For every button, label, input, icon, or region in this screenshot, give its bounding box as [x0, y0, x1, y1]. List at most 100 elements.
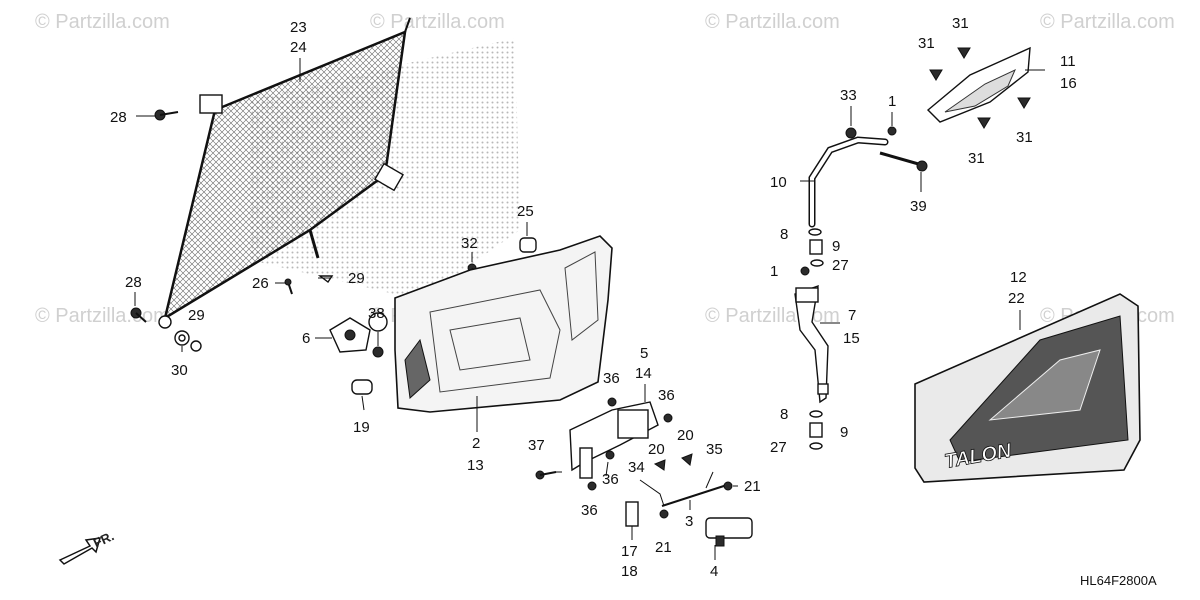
callout-29: 29: [348, 270, 365, 287]
callout-2: 2: [472, 435, 480, 452]
outer-door-panel: TALON: [914, 293, 1141, 483]
callout-10: 10: [770, 174, 787, 191]
callout-37: 37: [528, 437, 545, 454]
callout-39: 39: [910, 198, 927, 215]
clip-31-b: [929, 69, 943, 81]
cap-21-left: [659, 509, 669, 519]
callout-22: 22: [1008, 290, 1025, 307]
callout-27: 27: [832, 257, 849, 274]
oring-8-lower: [809, 410, 823, 418]
watermark-text: © Partzilla.com: [35, 11, 170, 33]
oring-27-upper: [810, 259, 824, 267]
clip-20-b: [681, 453, 693, 466]
pin-26: [284, 278, 293, 295]
callout-26: 26: [252, 275, 269, 292]
callout-13: 13: [467, 457, 484, 474]
hinge-rod: [808, 136, 889, 228]
hinge-bracket: [329, 317, 371, 353]
callout-31: 31: [968, 150, 985, 167]
callout-1: 1: [770, 263, 778, 280]
front-arrow: FR.: [58, 528, 116, 565]
callout-29: 29: [188, 307, 205, 324]
plug-25: [519, 237, 537, 253]
washer-30: [174, 330, 190, 346]
callout-9: 9: [832, 238, 840, 255]
clip-31-d: [977, 117, 991, 129]
front-arrow-label: FR.: [91, 528, 116, 550]
callout-36: 36: [581, 502, 598, 519]
outer-handle-4: [705, 517, 753, 547]
bolt-39: [879, 151, 928, 172]
watermark-text: © Partzilla.com: [705, 305, 840, 327]
clip-31-c: [1017, 97, 1031, 109]
callout-27: 27: [770, 439, 787, 456]
watermark-text: © Partzilla.com: [370, 11, 505, 33]
callout-21: 21: [655, 539, 672, 556]
nut-33: [845, 127, 857, 139]
callout-25: 25: [517, 203, 534, 220]
callout-24: 24: [290, 39, 307, 56]
callout-20: 20: [648, 441, 665, 458]
grommet-38: [368, 312, 388, 332]
leader-lines: [134, 58, 1045, 560]
callout-31: 31: [952, 15, 969, 32]
callout-32: 32: [461, 235, 478, 252]
callout-31: 31: [1016, 129, 1033, 146]
catch-17: [625, 501, 639, 527]
callout-28: 28: [125, 274, 142, 291]
door-frame: [394, 235, 613, 413]
clip-29-mid: [317, 275, 334, 284]
bumper-19: [351, 379, 373, 395]
bolt-38: [372, 346, 384, 358]
callout-5: 5: [640, 345, 648, 362]
callout-20: 20: [677, 427, 694, 444]
callout-8: 8: [780, 406, 788, 423]
callout-12: 12: [1010, 269, 1027, 286]
callout-30: 30: [171, 362, 188, 379]
watermark-text: © Partzilla.com: [705, 11, 840, 33]
callout-6: 6: [302, 330, 310, 347]
nut-1-upper: [887, 126, 897, 136]
clip-31-a: [957, 47, 971, 59]
screw-36-c: [605, 450, 615, 460]
diagram-code: HL64F2800A: [1080, 573, 1157, 588]
rod-34: [639, 479, 665, 507]
clip-20-a: [653, 459, 666, 471]
callout-34: 34: [628, 459, 645, 476]
oring-8-upper: [808, 228, 822, 236]
callout-4: 4: [710, 563, 718, 580]
callout-9: 9: [840, 424, 848, 441]
upper-door-cover: [926, 46, 1031, 123]
callout-7: 7: [848, 307, 856, 324]
callout-labels: 23 24 28 28 26 29 29 30 6 19 38 32 25 2 …: [110, 15, 1077, 580]
washer-29: [190, 340, 202, 352]
hinge-arm: [794, 284, 829, 404]
callout-28: 28: [110, 109, 127, 126]
callout-38: 38: [368, 305, 385, 322]
callout-36: 36: [603, 370, 620, 387]
bushing-9-lower: [809, 422, 823, 438]
safety-net: [158, 17, 411, 329]
bolt-28-upper: [154, 109, 179, 121]
bolt-28-lower: [130, 307, 147, 323]
callout-11: 11: [1060, 53, 1076, 70]
callout-19: 19: [353, 419, 370, 436]
oring-27-lower: [809, 442, 823, 450]
callout-36: 36: [602, 471, 619, 488]
callout-17: 17: [621, 543, 638, 560]
watermark-text: © Partzilla.com: [1040, 11, 1175, 33]
callout-18: 18: [621, 563, 638, 580]
callout-8: 8: [780, 226, 788, 243]
latch-assembly: [569, 401, 659, 479]
screw-36-d: [587, 481, 597, 491]
nut-1-lower: [800, 266, 810, 276]
callout-14: 14: [635, 365, 652, 382]
callout-15: 15: [843, 330, 860, 347]
screw-36-b: [663, 413, 673, 423]
callout-16: 16: [1060, 75, 1077, 92]
cap-21-right: [723, 481, 733, 491]
callout-23: 23: [290, 19, 307, 36]
callout-21: 21: [744, 478, 761, 495]
callout-33: 33: [840, 87, 857, 104]
